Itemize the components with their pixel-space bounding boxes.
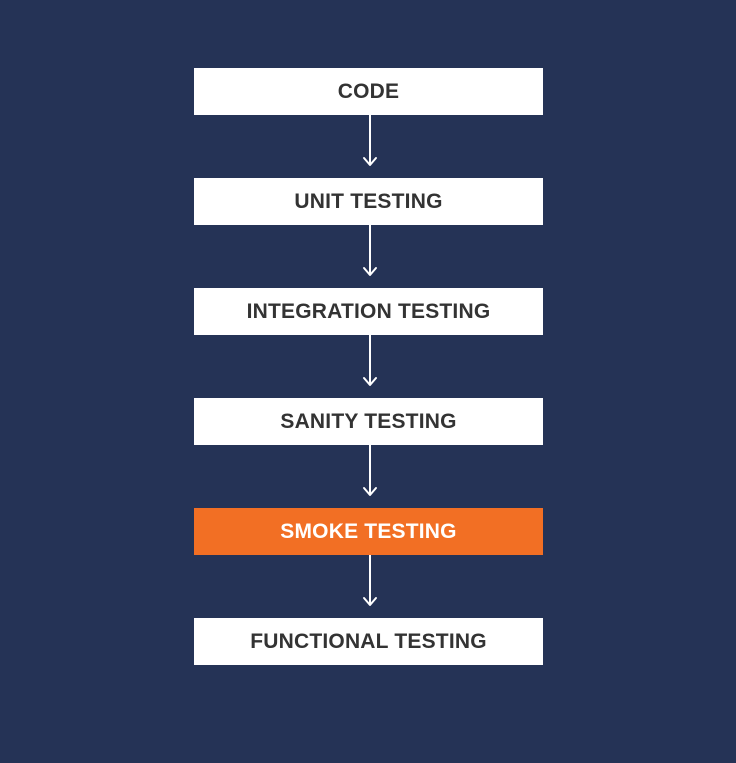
arrow-down-icon: [362, 445, 378, 508]
step-functional-testing-label: FUNCTIONAL TESTING: [250, 629, 487, 653]
step-smoke-testing-label: SMOKE TESTING: [280, 519, 457, 543]
step-integration-testing: INTEGRATION TESTING: [194, 288, 543, 335]
step-smoke-testing: SMOKE TESTING: [194, 508, 543, 555]
arrow-down-icon: [362, 225, 378, 288]
arrow-down-icon: [362, 115, 378, 178]
step-sanity-testing-label: SANITY TESTING: [280, 409, 457, 433]
step-integration-testing-label: INTEGRATION TESTING: [246, 299, 491, 323]
arrow-down-icon: [362, 555, 378, 618]
arrow-down-icon: [362, 335, 378, 398]
step-unit-testing-label: UNIT TESTING: [294, 189, 443, 213]
step-functional-testing: FUNCTIONAL TESTING: [194, 618, 543, 665]
step-unit-testing: UNIT TESTING: [194, 178, 543, 225]
step-sanity-testing: SANITY TESTING: [194, 398, 543, 445]
step-code: CODE: [194, 68, 543, 115]
step-code-label: CODE: [337, 79, 400, 103]
